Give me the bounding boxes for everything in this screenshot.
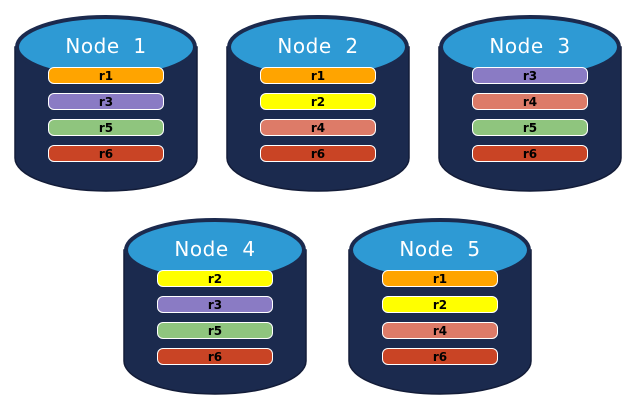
node-5: Node 5 r1 r2 r4 r6 [345,211,535,397]
replica-bar: r1 [382,270,498,287]
node-title: Node 4 [174,237,256,261]
replica-bar: r6 [157,348,273,365]
replica-bar: r5 [472,119,588,136]
replica-bar: r5 [157,322,273,339]
replica-bar: r6 [382,348,498,365]
replica-bar: r3 [472,67,588,84]
replica-bar: r6 [472,145,588,162]
replica-bar: r6 [260,145,376,162]
replica-bar: r4 [382,322,498,339]
replica-bar: r4 [472,93,588,110]
replica-bar: r2 [260,93,376,110]
node-1: Node 1 r1 r3 r5 r6 [11,8,201,194]
replica-bar: r3 [157,296,273,313]
replica-bar: r3 [48,93,164,110]
node-title: Node 3 [489,34,571,58]
replica-bar: r1 [260,67,376,84]
node-title: Node 5 [399,237,481,261]
node-2: Node 2 r1 r2 r4 r6 [223,8,413,194]
replica-bar: r4 [260,119,376,136]
replica-bar: r6 [48,145,164,162]
replica-bar: r1 [48,67,164,84]
replica-bar: r5 [48,119,164,136]
node-title: Node 1 [65,34,147,58]
node-4: Node 4 r2 r3 r5 r6 [120,211,310,397]
node-title: Node 2 [277,34,359,58]
replica-bar: r2 [382,296,498,313]
replica-bar: r2 [157,270,273,287]
node-3: Node 3 r3 r4 r5 r6 [435,8,625,194]
